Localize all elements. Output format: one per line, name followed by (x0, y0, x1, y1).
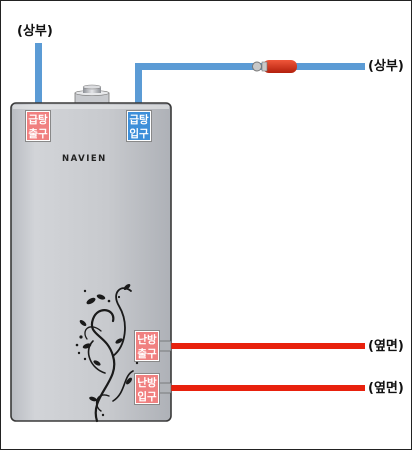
floral-decoration (84, 287, 134, 423)
hot-water-inlet-tag-line1: 급탕 (129, 114, 149, 126)
heating-inlet-connector (158, 382, 172, 394)
inlet-valve (252, 60, 297, 73)
heating-outlet-connector (158, 340, 172, 352)
top-left-pipe-label: (상부) (17, 24, 53, 39)
heating-outlet-tag-line1: 난방 (137, 334, 157, 346)
brand-logo: NAVIEN (62, 154, 107, 164)
heating-outlet-tag-line2: 출구 (137, 348, 157, 360)
heating-inlet-tag: 난방 입구 (134, 373, 160, 405)
hot-water-inlet-tag: 급탕 입구 (126, 110, 152, 142)
hot-water-outlet-tag-line2: 출구 (28, 128, 48, 140)
hot-water-outlet-tag: 급탕 출구 (25, 110, 51, 142)
hot-water-inlet-pipe-horizontal (135, 63, 365, 70)
side-pipe-label-1: (옆면) (368, 339, 404, 354)
heating-outlet-pipe (171, 343, 365, 349)
heating-inlet-pipe (171, 385, 365, 391)
hot-water-inlet-pipe-vertical (135, 63, 142, 103)
side-pipe-label-2: (옆면) (368, 381, 404, 396)
hot-water-inlet-tag-line2: 입구 (129, 128, 149, 140)
heating-outlet-tag: 난방 출구 (134, 330, 160, 362)
heating-inlet-tag-line2: 입구 (137, 391, 157, 403)
boiler-body (10, 102, 172, 422)
heating-inlet-tag-line1: 난방 (137, 377, 157, 389)
top-right-pipe-label: (상부) (368, 59, 404, 74)
hot-water-outlet-pipe (35, 43, 42, 103)
floral-leaves (75, 284, 139, 417)
hot-water-outlet-tag-line1: 급탕 (28, 114, 48, 126)
flue-pipe (74, 84, 110, 106)
boiler-top-edge (13, 105, 169, 109)
